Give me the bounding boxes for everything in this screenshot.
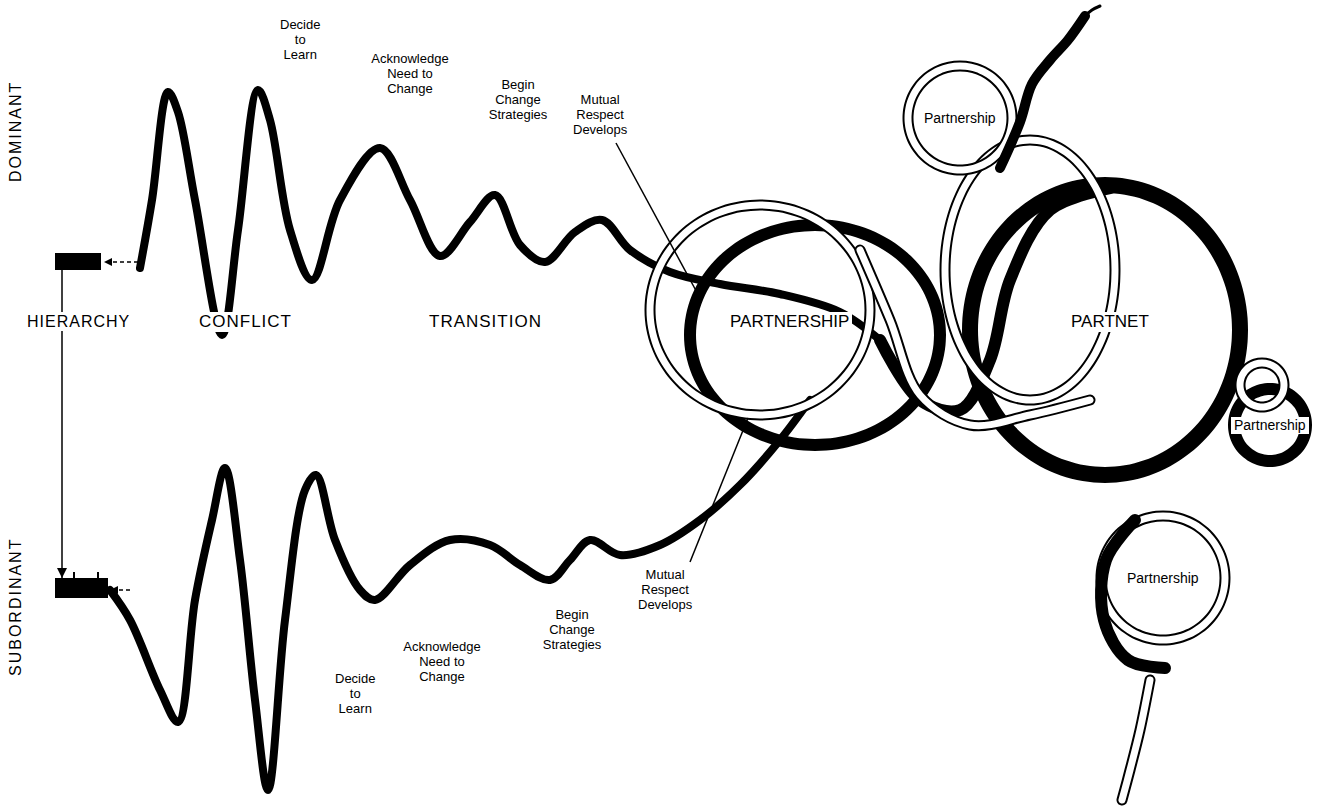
stage-name: Partnership <box>1124 570 1202 587</box>
partnership-loop: PARTNET <box>1066 310 1154 334</box>
right-loop-light-core <box>1240 363 1284 407</box>
edge-label: HIERARCHY <box>25 312 132 331</box>
stage-name: PARTNERSHIP <box>727 312 852 332</box>
subordinant-path <box>110 400 810 790</box>
top-loop-tail-end <box>1085 6 1100 16</box>
step-label: Mutual Respect Develops <box>638 568 692 613</box>
phase-name: CONFLICT <box>199 312 292 332</box>
step-label: Decide to Learn <box>280 18 320 63</box>
stage-name: Partnership <box>921 110 999 127</box>
stage-name: Partnership <box>1231 417 1309 434</box>
stage-name: PARTNET <box>1068 312 1152 332</box>
phase-name: TRANSITION <box>429 312 542 332</box>
step-label: Begin Change Strategies <box>487 78 549 123</box>
dominant-path <box>140 90 880 340</box>
top-loop-outline <box>908 66 1012 170</box>
partnet-loop-light-outline <box>945 140 1115 400</box>
step-label: Acknowledge Need to Change <box>399 640 485 685</box>
role-name: SUBORDINANT <box>8 538 24 676</box>
leader-line <box>690 418 748 562</box>
role-bar: DOMINANT <box>55 253 101 270</box>
partnership-loop: PARTNERSHIP <box>725 310 854 334</box>
leader-line <box>616 143 700 298</box>
partnership-loop-light-core <box>650 205 870 415</box>
top-loop-tail <box>1000 16 1085 168</box>
joining-ribbon-outline <box>860 250 1090 426</box>
partnership-loop: Partnership <box>919 108 1001 129</box>
joining-ribbon-core <box>860 250 1090 426</box>
partnership-loop: Partnership <box>1229 415 1311 436</box>
step-label: Decide to Learn <box>335 672 375 717</box>
dashed-arrow <box>104 261 138 263</box>
step-label: Begin Change Strategies <box>541 608 603 653</box>
step-label: Acknowledge Need to Change <box>367 52 453 97</box>
partnership-loop-light-outline <box>650 205 870 415</box>
top-loop-core <box>908 66 1012 170</box>
bottom-loop-tail-outline <box>1122 680 1150 800</box>
partnet-loop-light-core <box>945 140 1115 400</box>
partnership-loop: Partnership <box>1122 568 1204 589</box>
role-bar: SUBORDINANT <box>55 578 108 598</box>
bottom-loop-dark <box>1101 520 1165 668</box>
bottom-loop-tail-core <box>1122 680 1150 800</box>
role-name: DOMINANT <box>8 81 24 182</box>
dashed-arrow <box>110 589 130 591</box>
right-loop-light-outline <box>1240 363 1284 407</box>
step-label: Mutual Respect Develops <box>573 93 627 138</box>
